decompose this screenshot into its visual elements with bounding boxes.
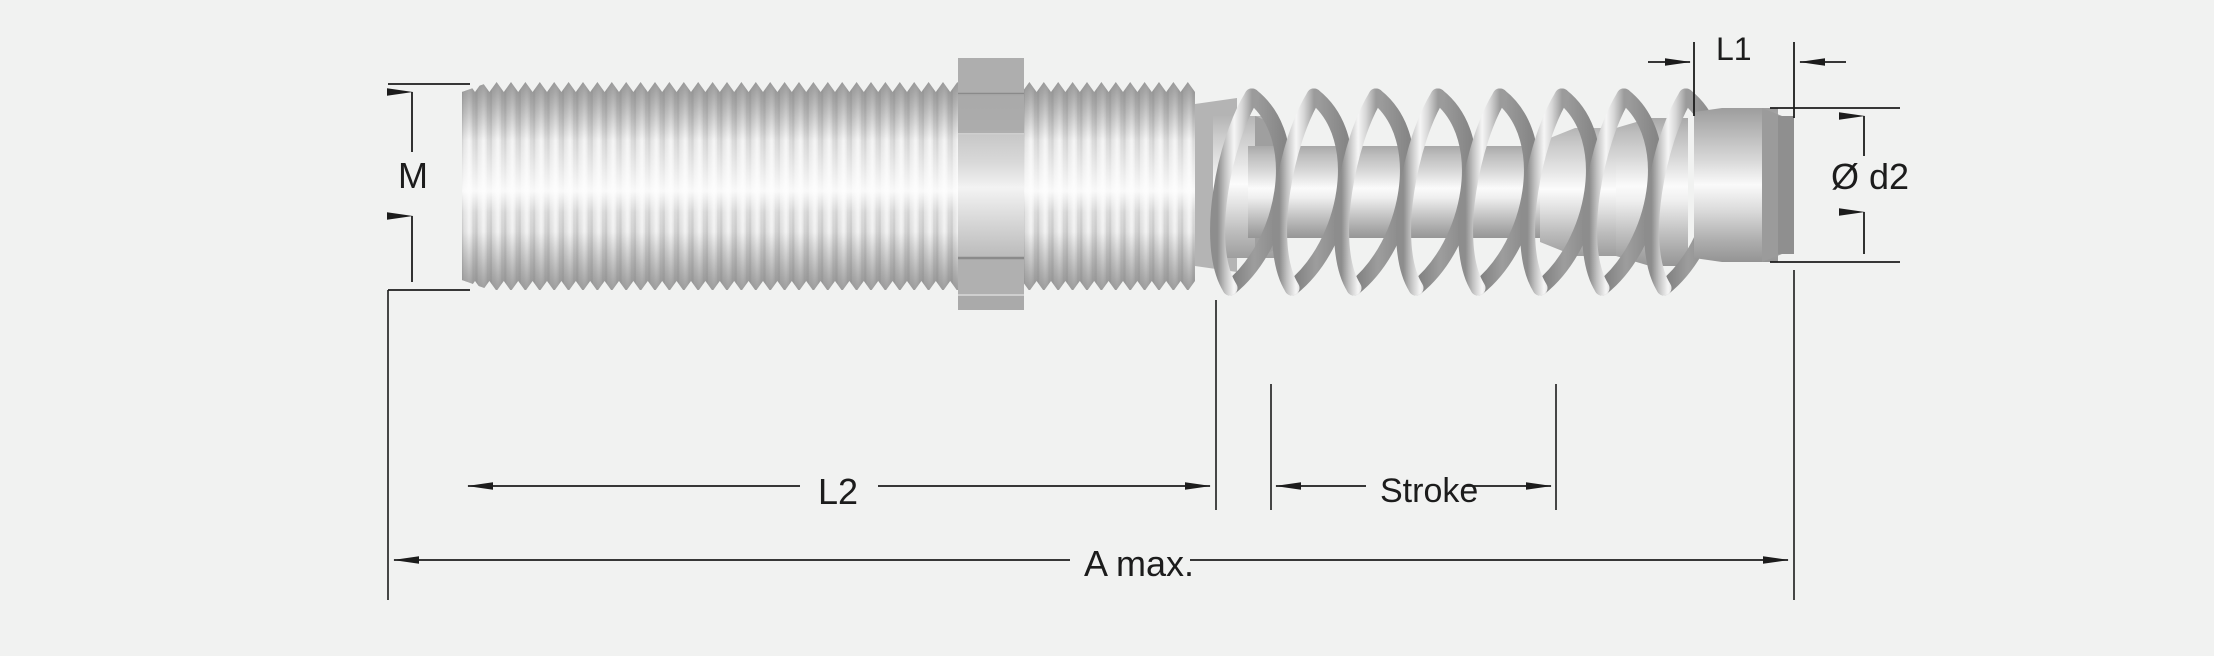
dimension-label-l1: L1	[1716, 31, 1752, 67]
dimension-Stroke	[1270, 384, 1557, 510]
thread-teeth	[462, 82, 1195, 290]
dimension-Amax	[393, 270, 1795, 600]
dimension-L2	[467, 300, 1217, 510]
spring-coil-front	[1458, 88, 1508, 296]
piston-and-spring	[1210, 88, 1725, 296]
dimension-L1	[1648, 42, 1846, 118]
return-spring	[1210, 88, 1725, 296]
hex-collar-foot	[958, 296, 1024, 310]
hex-collar	[958, 58, 1024, 310]
head-cap-bevel	[1762, 108, 1782, 262]
dimension-label-stroke: Stroke	[1380, 472, 1479, 510]
hex-collar-band	[958, 94, 1024, 133]
dimension-label-d2: Ø d2	[1831, 156, 1910, 197]
dimension-label-a-max: A max.	[1084, 543, 1195, 584]
spring-coil-front	[1582, 88, 1632, 296]
head-cap-front	[1694, 108, 1778, 262]
spring-coil-front	[1210, 88, 1260, 296]
threaded-body	[460, 52, 1196, 321]
spring-coil-front	[1644, 88, 1694, 296]
spring-coil-front	[1334, 88, 1384, 296]
head-cap	[1694, 108, 1794, 262]
spring-coil-front	[1520, 88, 1570, 296]
hex-collar-top-face	[958, 58, 1024, 94]
hex-collar-edge-lowest	[958, 294, 1024, 297]
head-cap-end-face	[1778, 116, 1794, 254]
dimension-label-l2: L2	[818, 471, 859, 512]
spring-coil-front	[1272, 88, 1322, 296]
dimension-lines	[387, 42, 1900, 600]
spring-coil-front	[1396, 88, 1446, 296]
dimension-label-m: M	[398, 155, 428, 196]
dimension-d2	[1770, 107, 1900, 263]
dimension-M	[387, 83, 470, 600]
